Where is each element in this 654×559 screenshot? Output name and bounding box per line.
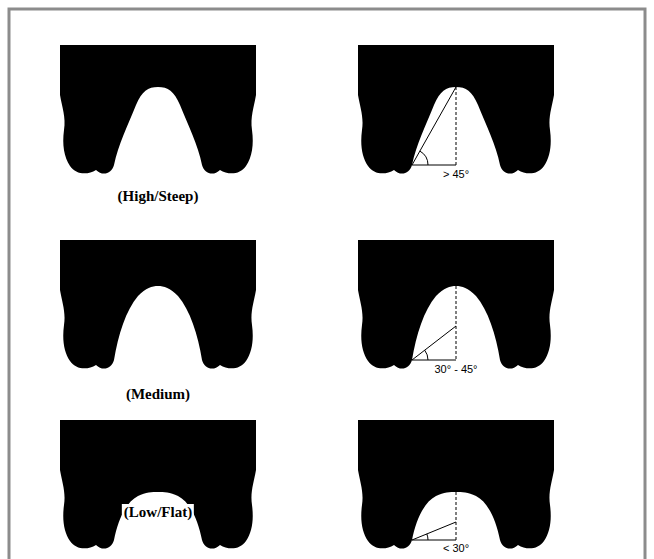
palate-silhouette [60, 45, 256, 174]
category-caption: (Low/Flat) [122, 504, 194, 521]
angle-measure [358, 240, 554, 369]
figure-frame [9, 9, 645, 559]
angle-measure [358, 420, 554, 549]
category-caption: (Medium) [124, 386, 192, 403]
angle-label: < 30° [441, 542, 471, 555]
palate-silhouette [60, 420, 256, 549]
angle-measure [358, 45, 554, 174]
palate-silhouette [60, 240, 256, 369]
category-caption: (High/Steep) [116, 188, 201, 205]
angle-label: > 45° [441, 168, 471, 181]
angle-label: 30° - 45° [432, 363, 479, 376]
